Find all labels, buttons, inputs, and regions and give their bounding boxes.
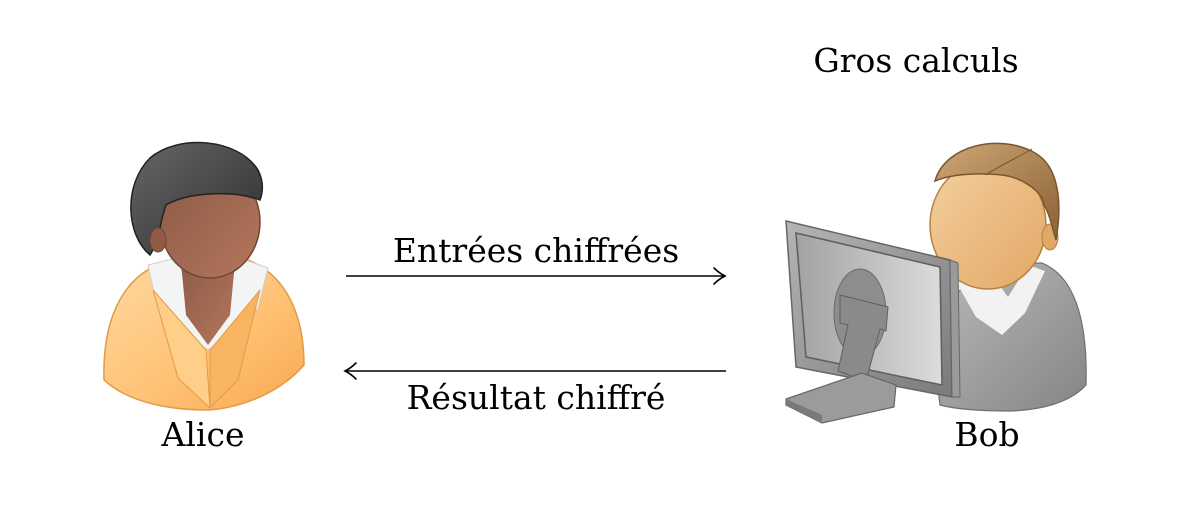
man-user-with-computer-icon [785,142,1087,424]
alice-label: Alice [161,415,245,454]
message-arrows [343,267,727,380]
back-arrow [343,362,726,380]
computation-label: Gros calculs [813,41,1019,80]
back-message-label: Résultat chiffré [406,378,666,417]
forward-arrow [346,267,727,285]
forward-message-label: Entrées chiffrées [392,231,680,270]
woman-user-icon [103,141,305,411]
bob-label: Bob [954,415,1020,454]
